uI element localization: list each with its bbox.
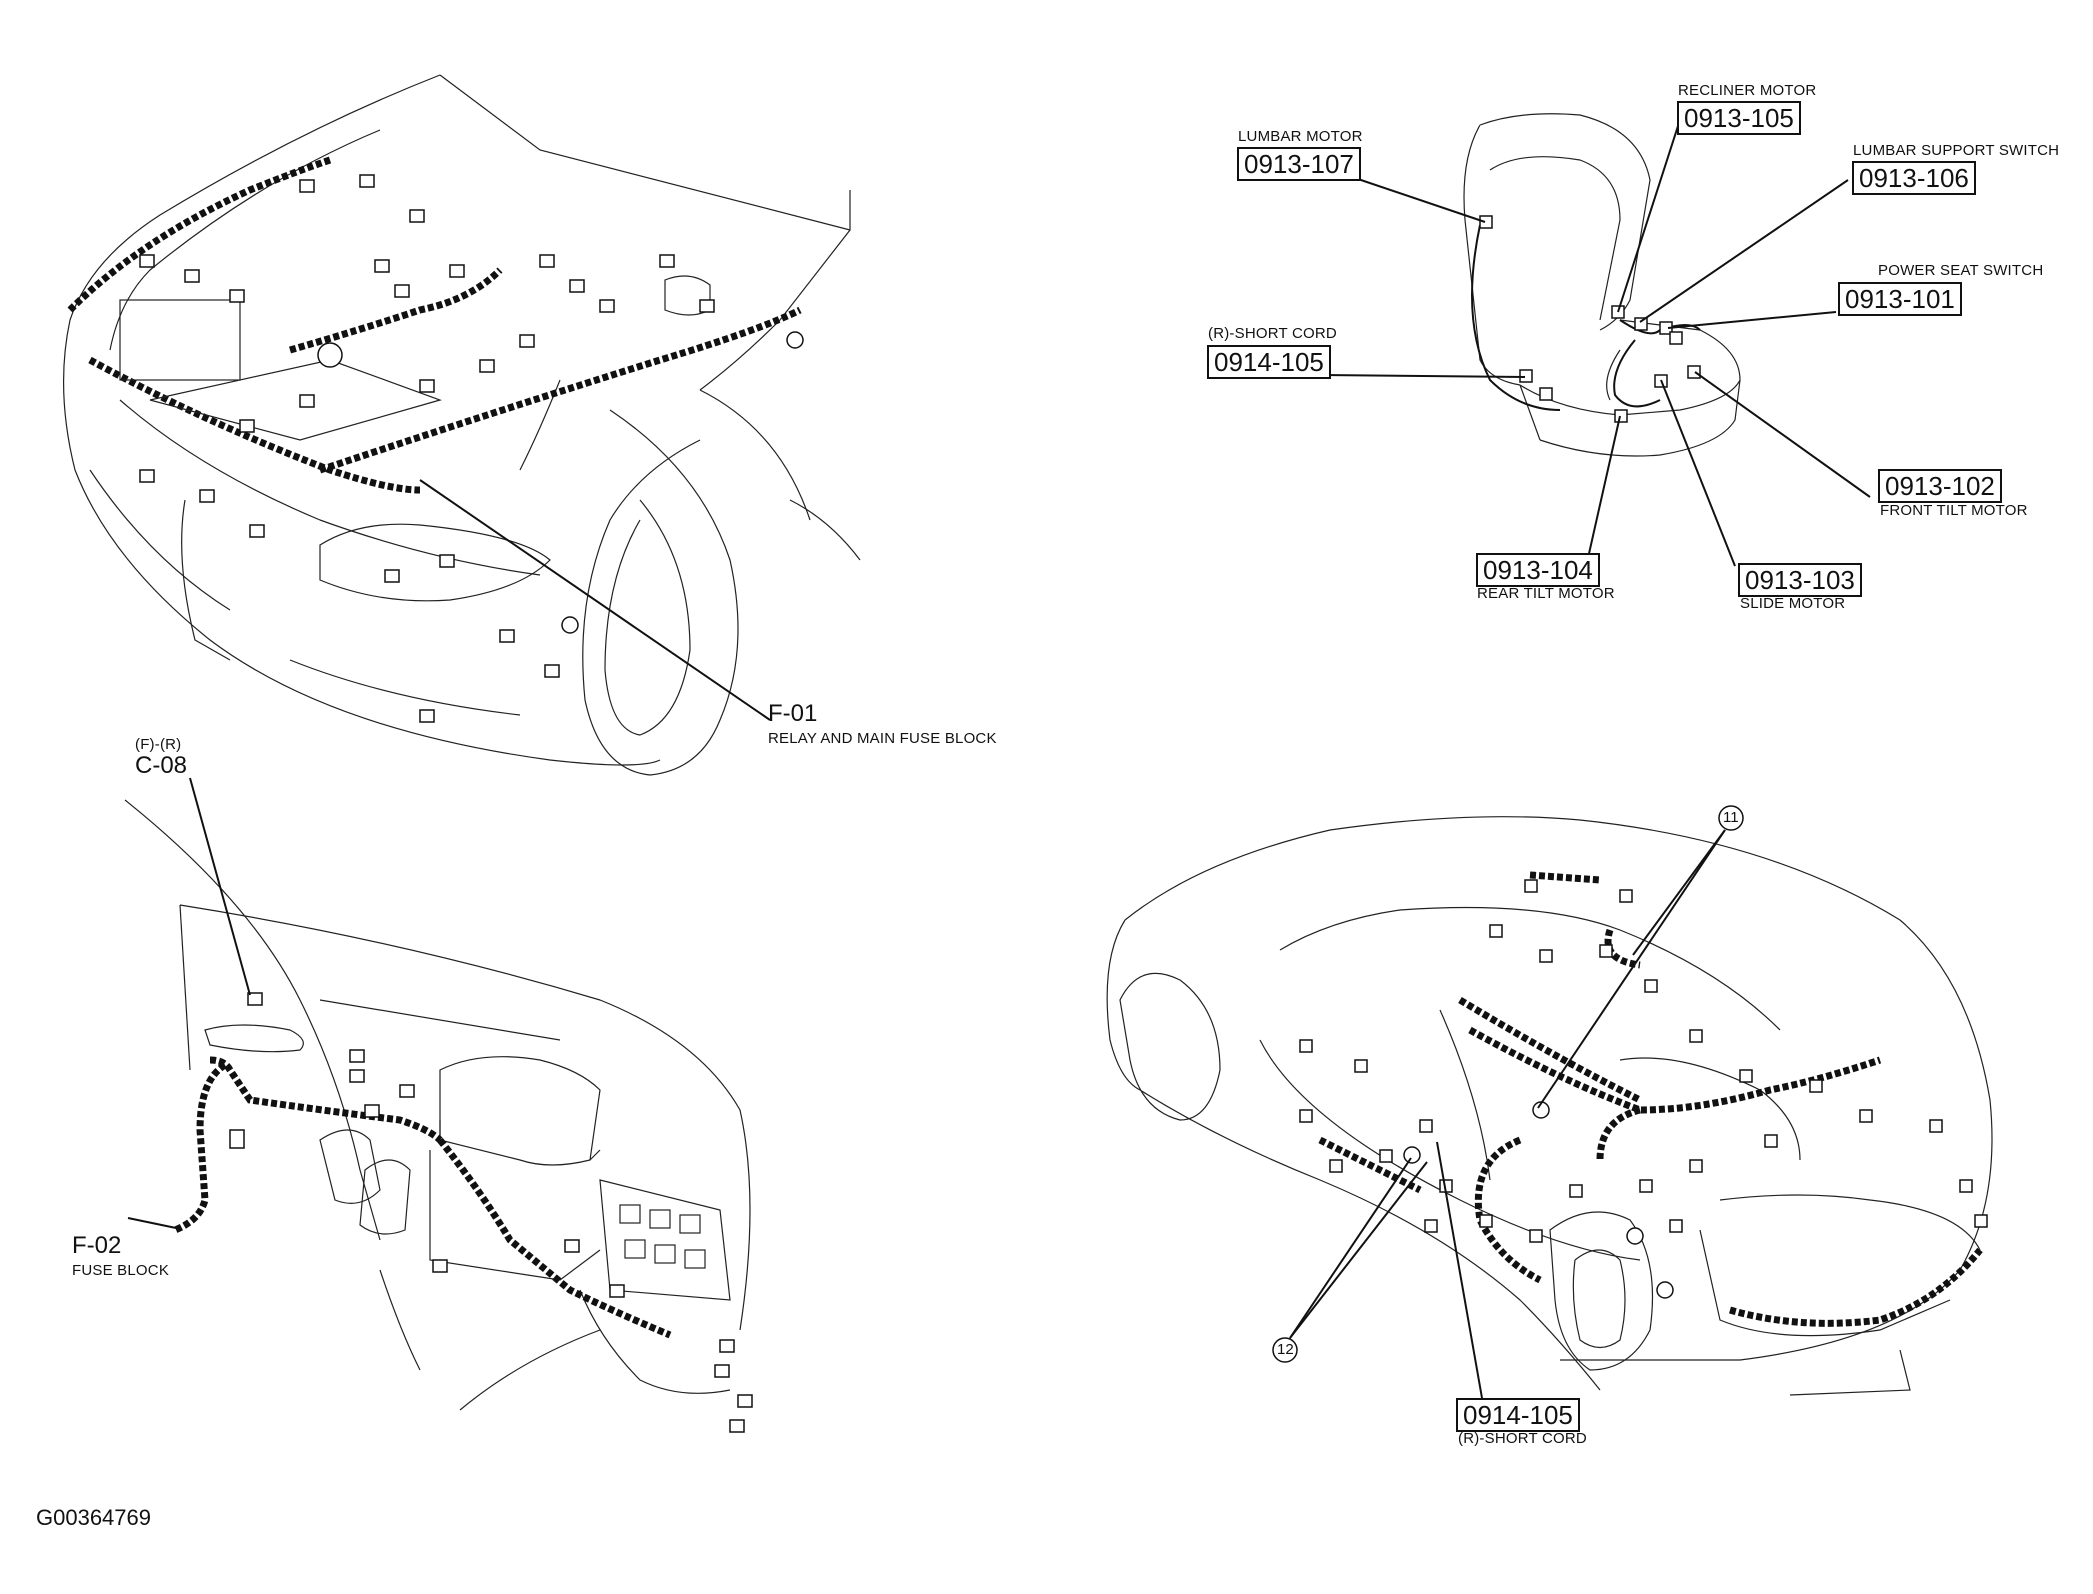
rear-car-illustration — [1106, 805, 1993, 1399]
front-tilt-motor-label: FRONT TILT MOTOR — [1880, 502, 2028, 519]
recliner-motor-code: 0913-105 — [1677, 101, 1801, 135]
front-tilt-motor-code: 0913-102 — [1878, 469, 2002, 503]
seat-illustration — [1463, 113, 1741, 457]
rear-tilt-motor-code: 0913-104 — [1476, 553, 1600, 587]
engine-bay-illustration — [63, 74, 861, 776]
short-cord-label: (R)-SHORT CORD — [1208, 325, 1337, 342]
seat-leaders — [1321, 125, 1871, 567]
slide-motor-label: SLIDE MOTOR — [1740, 595, 1846, 612]
c08-position: (F)-(R) — [135, 736, 182, 753]
callout-11: 11 — [1723, 809, 1739, 826]
short-cord-code: 0914-105 — [1207, 345, 1331, 379]
f02-description: FUSE BLOCK — [72, 1262, 170, 1279]
rear-tilt-motor-label: REAR TILT MOTOR — [1477, 585, 1615, 602]
lumbar-motor-label: LUMBAR MOTOR — [1238, 128, 1363, 145]
f02-code: F-02 — [72, 1232, 122, 1259]
lumbar-motor-code: 0913-107 — [1237, 147, 1361, 181]
rear-short-cord-code: 0914-105 — [1456, 1398, 1580, 1432]
c08-code: C-08 — [135, 752, 188, 779]
figure-id: G00364769 — [36, 1505, 151, 1530]
lumbar-support-switch-label: LUMBAR SUPPORT SWITCH — [1853, 142, 2060, 159]
power-seat-switch-label: POWER SEAT SWITCH — [1878, 262, 2044, 279]
recliner-motor-label: RECLINER MOTOR — [1678, 82, 1817, 99]
slide-motor-code: 0913-103 — [1738, 563, 1862, 597]
rear-short-cord-label: (R)-SHORT CORD — [1458, 1430, 1587, 1447]
dashboard-illustration — [124, 777, 753, 1433]
engine-bay-connectors — [139, 174, 804, 723]
lumbar-support-switch-code: 0913-106 — [1852, 161, 1976, 195]
f01-code: F-01 — [768, 700, 818, 727]
power-seat-switch-code: 0913-101 — [1838, 282, 1962, 316]
f01-description: RELAY AND MAIN FUSE BLOCK — [768, 730, 997, 747]
callout-12: 12 — [1277, 1341, 1294, 1358]
